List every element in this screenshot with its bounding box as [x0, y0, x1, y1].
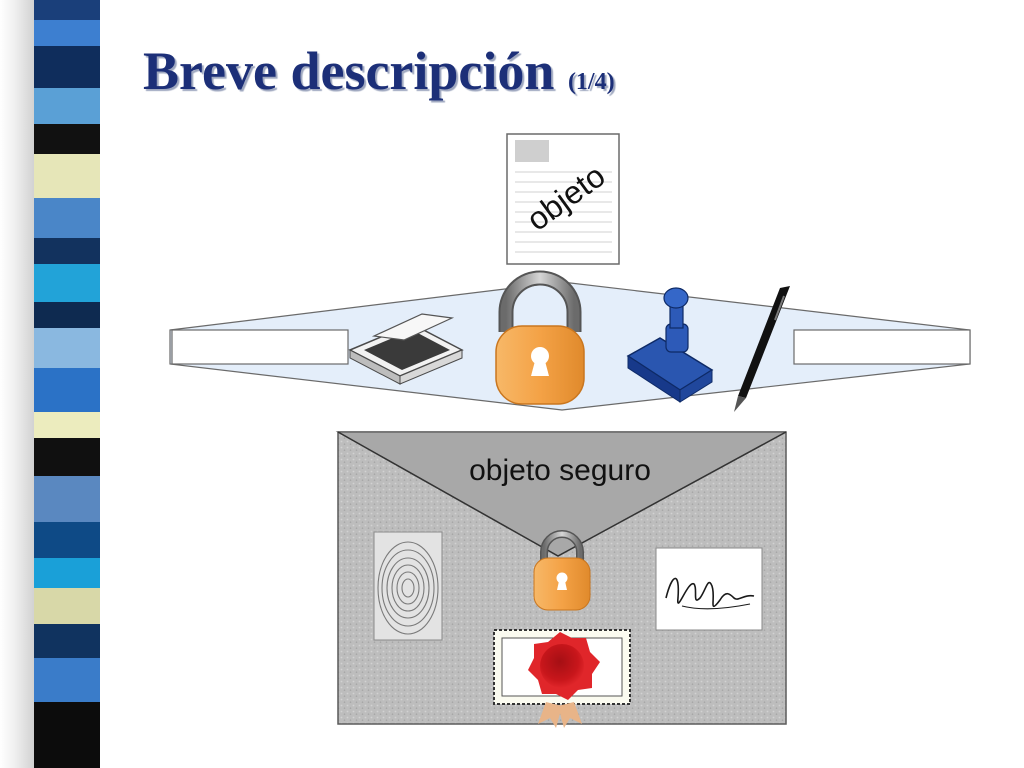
stripe-block [34, 412, 100, 438]
scanner-icon [348, 313, 464, 385]
stripe-block [34, 624, 100, 658]
stripe-block [34, 522, 100, 558]
stripe-block [34, 238, 100, 264]
stripe-block [34, 198, 100, 238]
left-shadow [0, 0, 36, 768]
small-padlock-icon [533, 530, 591, 611]
decorative-stripe-bar [34, 0, 100, 768]
wax-seal-icon [493, 629, 631, 728]
stamp-icon [626, 287, 714, 403]
stripe-block [34, 124, 100, 154]
title-counter: (1/4) [567, 69, 615, 95]
fingerprint-icon [373, 531, 443, 641]
stripe-block [34, 0, 100, 20]
envelope-label: objeto seguro [469, 454, 651, 487]
output-channel [793, 329, 971, 365]
stripe-block [34, 302, 100, 328]
input-channel [171, 329, 349, 365]
signature-icon [655, 547, 763, 631]
title-text: Breve descripción [143, 41, 555, 101]
stripe-block [34, 154, 100, 198]
slide-title: Breve descripción (1/4) [143, 40, 615, 102]
stripe-block [34, 46, 100, 88]
security-diagram: objeto [169, 133, 971, 728]
stripe-block [34, 20, 100, 46]
stripe-block [34, 264, 100, 302]
stripe-block [34, 742, 100, 768]
stripe-block [34, 328, 100, 368]
stripe-block [34, 438, 100, 476]
stripe-block [34, 658, 100, 702]
stripe-block [34, 476, 100, 522]
padlock-icon [495, 270, 585, 405]
stripe-block [34, 702, 100, 742]
document-icon: objeto [506, 133, 620, 265]
pen-icon [734, 286, 790, 412]
stripe-block [34, 368, 100, 412]
stripe-block [34, 88, 100, 124]
stripe-block [34, 558, 100, 588]
stripe-block [34, 588, 100, 624]
